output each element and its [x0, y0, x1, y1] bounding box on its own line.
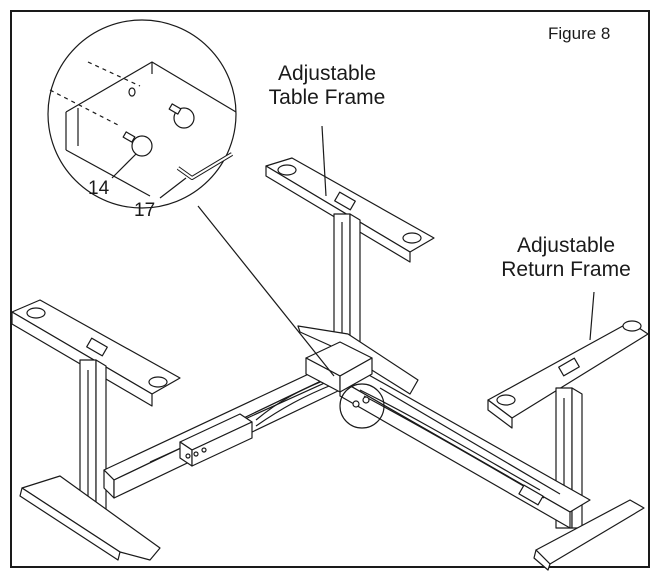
table-frame-label: Adjustable Table Frame: [262, 62, 392, 110]
return-frame-label-line-1: Adjustable: [516, 234, 616, 257]
zoom-detail: [47, 19, 237, 209]
right-crossbeam: [339, 369, 591, 529]
return-frame-label-line-2: Return Frame: [501, 258, 631, 281]
left-crossbeam: [103, 363, 341, 499]
left-leg: [11, 299, 181, 561]
table-frame-label-line-1: Adjustable: [277, 62, 377, 85]
return-frame-leg: [487, 320, 649, 571]
corner-bracket: [305, 341, 373, 393]
table-frame-label-line-2: Table Frame: [268, 86, 386, 109]
return-frame-label: Adjustable Return Frame: [490, 234, 642, 282]
detail-marker: [339, 383, 385, 429]
callout-14: 14: [88, 178, 110, 199]
callout-17: 17: [134, 200, 156, 221]
figure-label: Figure 8: [548, 24, 611, 43]
